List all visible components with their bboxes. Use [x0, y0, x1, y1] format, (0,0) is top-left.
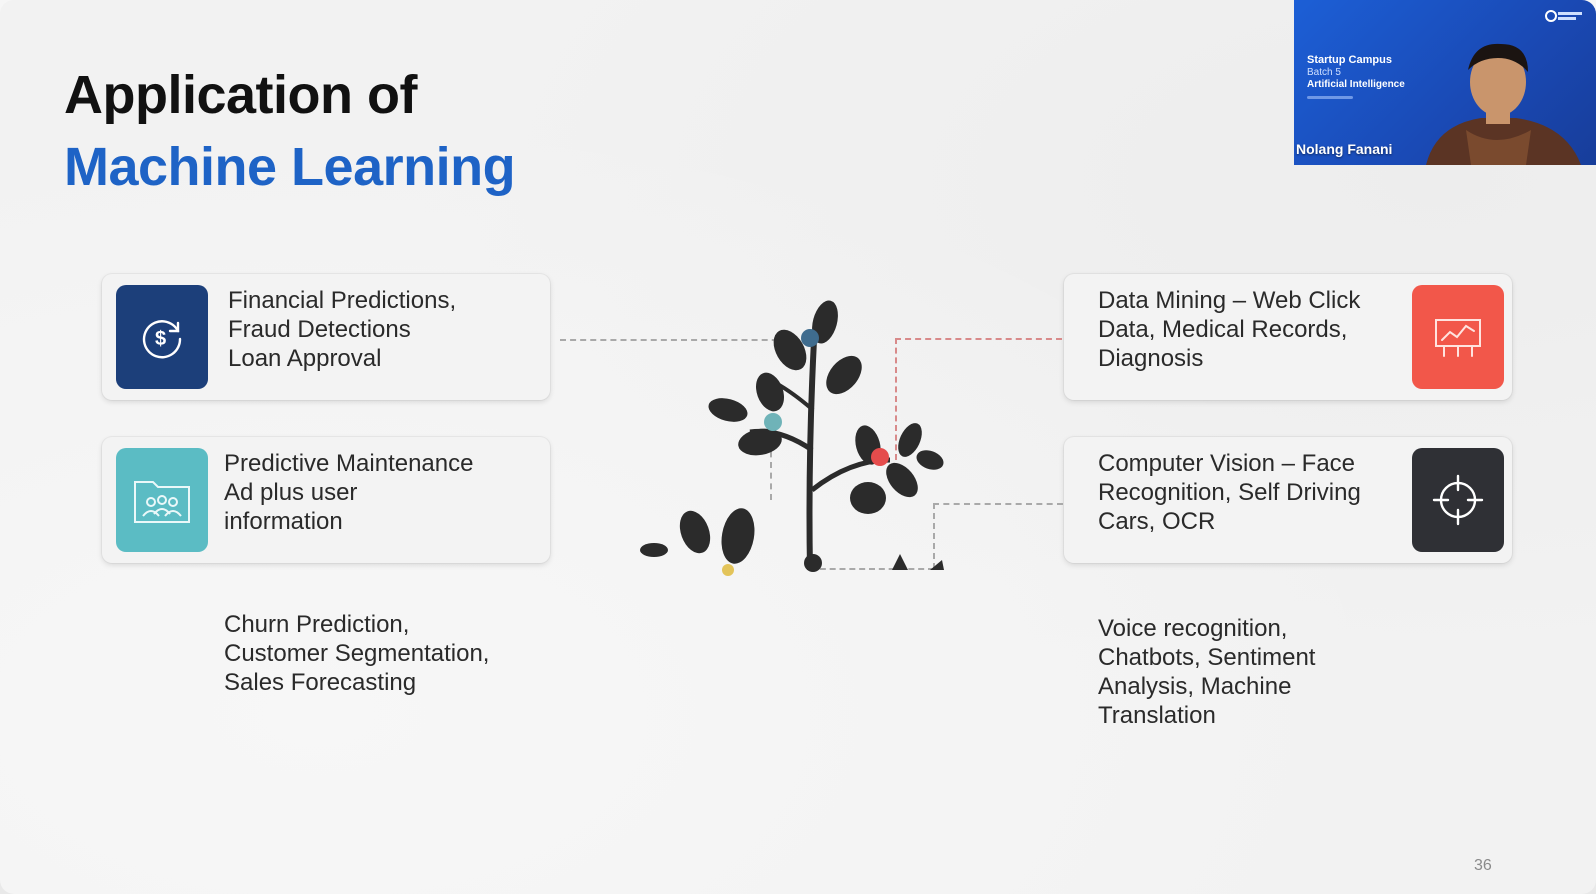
plain-line: Translation	[1098, 702, 1216, 729]
video-line2: Batch 5	[1307, 67, 1341, 78]
crosshair-icon	[1412, 448, 1504, 552]
card-line: Cars, OCR	[1098, 508, 1216, 535]
card-line: Ad plus user	[224, 479, 358, 506]
video-line1: Startup Campus	[1307, 54, 1392, 66]
card-line: Recognition, Self Driving	[1098, 479, 1361, 506]
connector-line	[895, 338, 1062, 340]
card-line: Data, Medical Records,	[1098, 316, 1348, 343]
card-line: Predictive Maintenance	[224, 450, 474, 477]
plain-line: Chatbots, Sentiment	[1098, 644, 1316, 671]
card-data-mining-text: Data Mining – Web Click Data, Medical Re…	[1098, 286, 1360, 373]
card-line: Data Mining – Web Click	[1098, 287, 1361, 314]
plant-illustration	[640, 300, 944, 576]
card-line: Loan Approval	[228, 345, 382, 372]
presentation-chart-icon	[1412, 285, 1504, 389]
video-underline	[1307, 96, 1353, 99]
plain-line: Analysis, Machine	[1098, 673, 1292, 700]
page-number: 36	[1474, 857, 1492, 874]
connector-line	[933, 503, 935, 569]
folder-people-icon	[116, 448, 208, 552]
plain-line: Voice recognition,	[1098, 615, 1288, 642]
presenter-silhouette	[1426, 43, 1581, 165]
card-predictive-maintenance: Predictive Maintenance Ad plus user info…	[102, 437, 550, 563]
plain-line: Sales Forecasting	[224, 669, 417, 696]
card-predictive-text: Predictive Maintenance Ad plus user info…	[224, 449, 473, 536]
slide-title-line1: Application of	[64, 65, 417, 125]
card-computer-vision-text: Computer Vision – Face Recognition, Self…	[1098, 449, 1361, 536]
connector-line	[770, 430, 772, 500]
startup-campus-logo-icon	[1544, 8, 1584, 26]
plain-text-left: Churn Prediction, Customer Segmentation,…	[224, 610, 489, 697]
card-line: Fraud Detections	[228, 316, 411, 343]
plain-line: Customer Segmentation,	[224, 640, 490, 667]
card-line: Financial Predictions,	[228, 287, 457, 314]
card-computer-vision: Computer Vision – Face Recognition, Self…	[1064, 437, 1512, 563]
card-line: Computer Vision – Face	[1098, 450, 1356, 477]
connector-line	[933, 503, 1063, 505]
svg-text:$: $	[155, 328, 166, 350]
slide-title-line2: Machine Learning	[64, 137, 516, 197]
presenter-video: Startup Campus Batch 5 Artificial Intell…	[1294, 0, 1596, 165]
card-financial: $ Financial Predictions, Fraud Detection…	[102, 274, 550, 400]
plain-line: Churn Prediction,	[224, 611, 410, 638]
card-line: Diagnosis	[1098, 345, 1204, 372]
card-data-mining: Data Mining – Web Click Data, Medical Re…	[1064, 274, 1512, 400]
video-line3: Artificial Intelligence	[1307, 79, 1405, 90]
presenter-name: Nolang Fanani	[1296, 141, 1393, 157]
connector-line	[810, 568, 934, 570]
connector-line	[895, 338, 897, 460]
connector-line	[560, 339, 808, 341]
card-financial-text: Financial Predictions, Fraud Detections …	[228, 286, 456, 373]
card-line: information	[224, 508, 343, 535]
plain-text-right: Voice recognition, Chatbots, Sentiment A…	[1098, 614, 1315, 730]
dollar-cycle-icon: $	[116, 285, 208, 389]
